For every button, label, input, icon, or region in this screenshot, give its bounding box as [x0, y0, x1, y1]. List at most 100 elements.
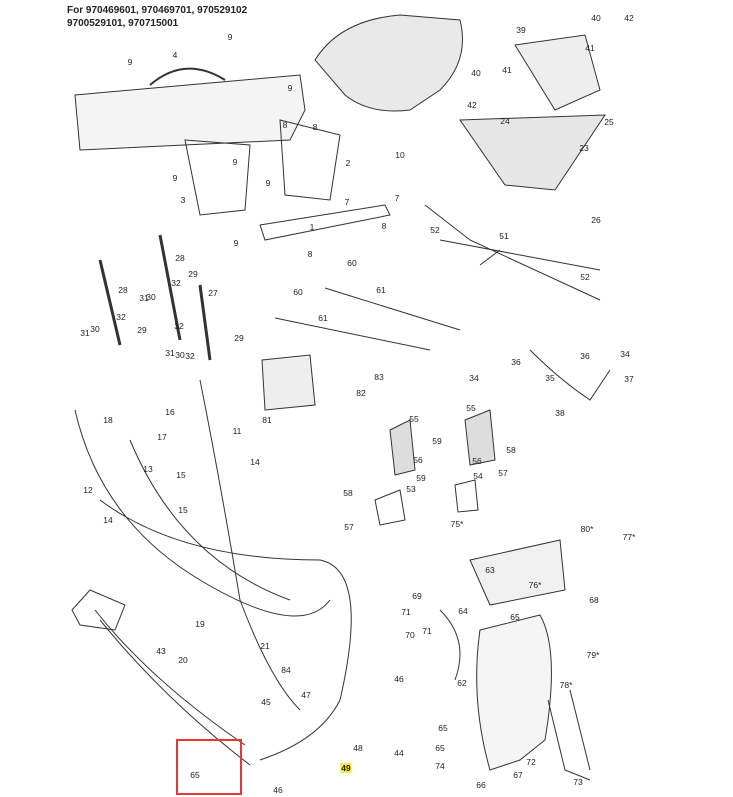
part-callout-label: 54 [473, 471, 483, 481]
part-callout-label: 29 [188, 269, 198, 279]
part-callout-label: 78* [559, 680, 573, 690]
part-callout-label: 35 [545, 373, 555, 383]
part-callout-label: 73 [573, 777, 583, 787]
part-callout-label: 47 [301, 690, 311, 700]
engine-cover [314, 14, 463, 112]
dash-panel [74, 74, 306, 151]
chute [476, 614, 552, 771]
part-callout-label: 69 [412, 591, 422, 601]
part-callout-label: 42 [467, 100, 477, 110]
part-callout-label: 40 [471, 68, 481, 78]
part-callout-label: 32 [116, 312, 126, 322]
model-numbers-header: For 970469601, 970469701, 970529102 9700… [67, 4, 247, 30]
part-callout-label: 36 [580, 351, 590, 361]
part-callout-label: 40 [591, 13, 601, 23]
part-callout-label: 56 [413, 455, 423, 465]
part-callout-label: 8 [307, 249, 313, 259]
part-callout-label: 62 [457, 678, 467, 688]
control-cables [74, 379, 331, 711]
part-callout-label: 7 [344, 197, 350, 207]
hood-plate [514, 34, 601, 111]
highlighted-part-label: 49 [340, 763, 352, 773]
part-callout-label: 48 [353, 743, 363, 753]
part-callout-label: 67 [513, 770, 523, 780]
part-callout-label: 80* [580, 524, 594, 534]
chute-deflector [469, 539, 566, 606]
part-callout-label: 43 [156, 646, 166, 656]
part-callout-label: 61 [318, 313, 328, 323]
part-callout-label: 58 [506, 445, 516, 455]
part-callout-label: 31 [165, 348, 175, 358]
part-callout-label: 9 [287, 83, 293, 93]
part-callout-label: 59 [416, 473, 426, 483]
part-callout-label: 11 [232, 426, 242, 436]
part-callout-label: 34 [620, 349, 630, 359]
part-callout-label: 29 [137, 325, 147, 335]
part-callout-label: 53 [406, 484, 416, 494]
part-callout-label: 8 [312, 122, 318, 132]
part-callout-label: 84 [281, 665, 291, 675]
part-callout-label: 81 [262, 415, 272, 425]
part-callout-label: 70 [405, 630, 415, 640]
part-callout-label: 65 [510, 612, 520, 622]
part-callout-label: 32 [174, 321, 184, 331]
part-callout-label: 71 [422, 626, 432, 636]
part-callout-label: 9 [265, 178, 271, 188]
control-console [459, 114, 606, 191]
part-callout-label: 65 [190, 770, 200, 780]
part-callout-label: 55 [466, 403, 476, 413]
part-callout-label: 83 [374, 372, 384, 382]
levers [98, 234, 212, 361]
header-line-1: For 970469601, 970469701, 970529102 [67, 5, 248, 16]
part-callout-label: 29 [234, 333, 244, 343]
part-callout-label: 82 [356, 388, 366, 398]
part-callout-label: 32 [185, 351, 195, 361]
part-callout-label: 23 [579, 143, 589, 153]
part-callout-label: 9 [127, 57, 133, 67]
part-callout-label: 58 [343, 488, 353, 498]
part-callout-label: 21 [260, 641, 270, 651]
part-callout-label: 31 [139, 293, 149, 303]
part-callout-label: 9 [233, 238, 239, 248]
wire-harness [424, 204, 601, 301]
part-callout-label: 8 [381, 221, 387, 231]
part-callout-label: 56 [472, 456, 482, 466]
part-callout-label: 18 [103, 415, 113, 425]
part-callout-label: 37 [624, 374, 634, 384]
part-callout-label: 2 [345, 158, 351, 168]
part-callout-label: 75* [450, 519, 464, 529]
part-callout-label: 16 [165, 407, 175, 417]
part-callout-label: 74 [435, 761, 445, 771]
part-callout-label: 61 [376, 285, 386, 295]
part-callout-label: 9 [227, 32, 233, 42]
part-callout-label: 32 [171, 278, 181, 288]
part-callout-label: 7 [394, 193, 400, 203]
part-callout-label: 57 [498, 468, 508, 478]
part-callout-label: 57 [344, 522, 354, 532]
part-callout-label: 72 [526, 757, 536, 767]
part-callout-label: 19 [195, 619, 205, 629]
part-callout-label: 65 [435, 743, 445, 753]
part-callout-label: 45 [261, 697, 271, 707]
part-callout-label: 77* [622, 532, 636, 542]
part-callout-label: 27 [208, 288, 218, 298]
rail [259, 204, 391, 241]
part-callout-label: 34 [469, 373, 479, 383]
part-callout-label: 60 [293, 287, 303, 297]
part-callout-label: 42 [624, 13, 634, 23]
module-81 [261, 354, 316, 411]
part-callout-label: 1 [309, 222, 315, 232]
part-callout-label: 14 [250, 457, 260, 467]
part-callout-label: 31 [80, 328, 90, 338]
part-callout-label: 44 [394, 748, 404, 758]
part-callout-label: 65 [438, 723, 448, 733]
part-callout-label: 28 [175, 253, 185, 263]
part-callout-label: 28 [118, 285, 128, 295]
header-line-2: 9700529101, 970715001 [67, 18, 179, 29]
part-callout-label: 8 [282, 120, 288, 130]
part-callout-label: 20 [178, 655, 188, 665]
part-callout-label: 64 [458, 606, 468, 616]
part-callout-label: 59 [432, 436, 442, 446]
part-callout-label: 12 [83, 485, 93, 495]
